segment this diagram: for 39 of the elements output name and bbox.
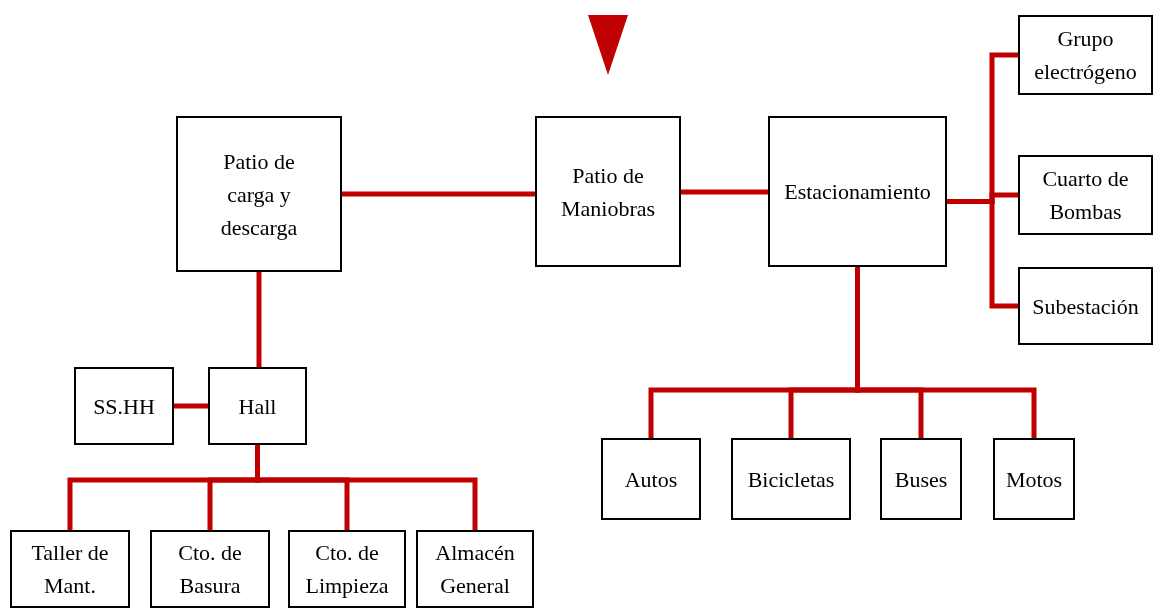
- area-box: [10, 530, 130, 608]
- area-box: [880, 438, 962, 520]
- area-label: Almacén General: [434, 539, 516, 600]
- area-label: Patio de Maniobras: [559, 161, 657, 223]
- area-box: [1018, 267, 1153, 345]
- area-box: [768, 116, 947, 267]
- area-label: Cuarto de Bombas: [1041, 165, 1130, 226]
- area-label: Motos: [1005, 465, 1063, 494]
- area-box: [150, 530, 270, 608]
- connector-line: [174, 403, 208, 409]
- area-label: Estacionamiento: [784, 178, 931, 206]
- area-box: [731, 438, 851, 520]
- connector-line: [256, 272, 262, 367]
- area-box: [416, 530, 534, 608]
- area-box: [288, 530, 406, 608]
- area-box: [1018, 15, 1153, 95]
- area-label: Patio de carga y descarga: [219, 147, 299, 242]
- area-label: Subestación: [1032, 292, 1139, 321]
- area-label: Autos: [624, 465, 678, 494]
- area-label: Bicicletas: [747, 465, 835, 494]
- area-label: Cto. de Limpieza: [304, 539, 390, 600]
- connector-line: [947, 199, 1018, 309]
- area-box: [601, 438, 701, 520]
- area-box: [176, 116, 342, 272]
- area-box: [74, 367, 174, 445]
- area-label: Grupo electrógeno: [1033, 25, 1138, 86]
- connector-line: [342, 191, 535, 197]
- area-label: SS.HH: [93, 392, 155, 421]
- connector-line: [855, 267, 1037, 438]
- connector-line: [255, 445, 478, 530]
- area-box: [1018, 155, 1153, 235]
- area-box: [535, 116, 681, 267]
- area-box: [208, 367, 307, 445]
- area-label: Buses: [894, 465, 948, 494]
- area-label: Hall: [238, 392, 277, 421]
- connector-line: [681, 189, 768, 195]
- area-label: Taller de Mant.: [30, 539, 110, 600]
- area-label: Cto. de Basura: [177, 539, 243, 600]
- area-box: [993, 438, 1075, 520]
